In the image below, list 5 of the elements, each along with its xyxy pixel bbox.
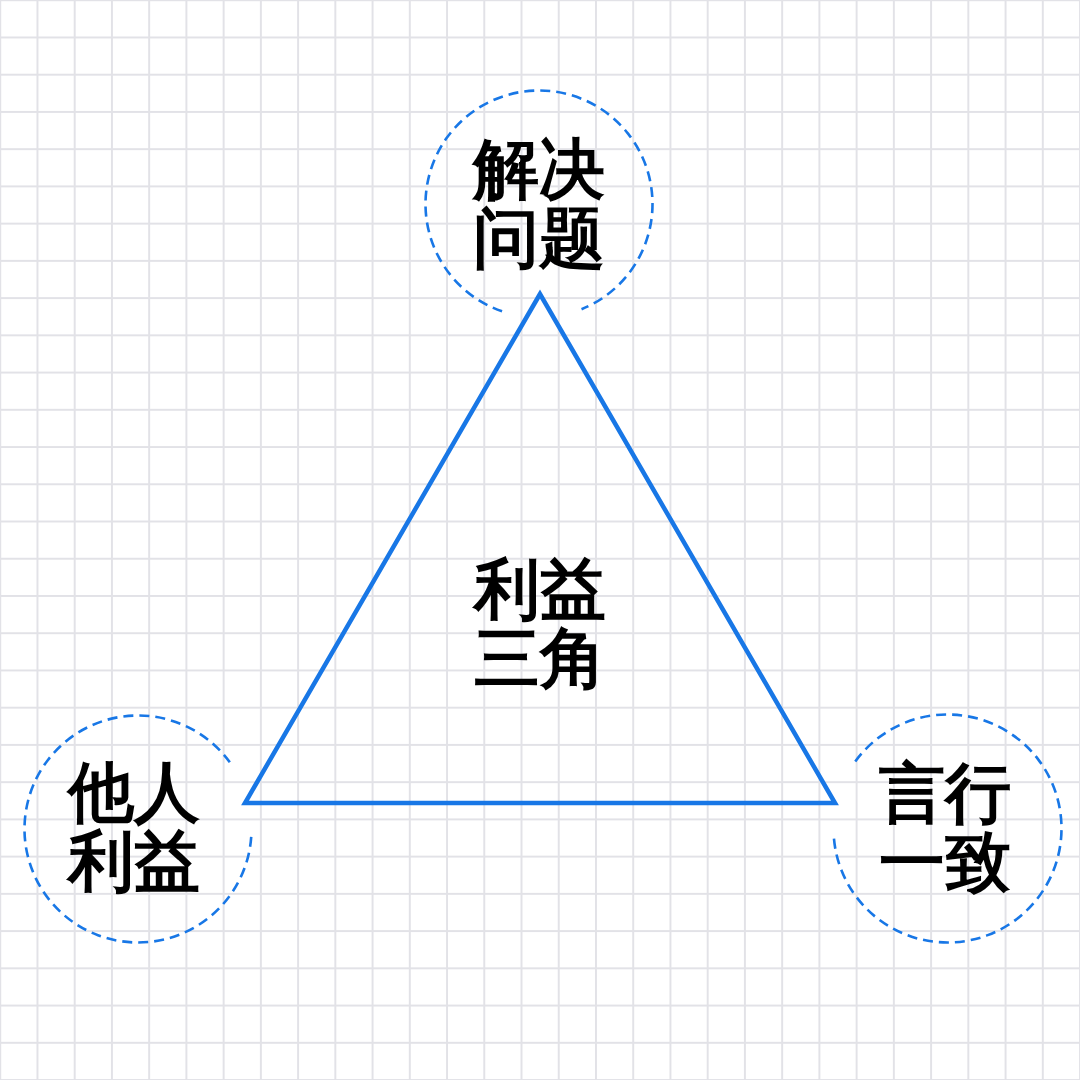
triangle	[240, 289, 840, 806]
concept-label: 言行一致	[878, 760, 1012, 898]
concept-label: 他人利益	[67, 759, 201, 897]
concept-label: 利益三角	[473, 556, 607, 694]
concept-label: 解决问题	[472, 136, 606, 274]
